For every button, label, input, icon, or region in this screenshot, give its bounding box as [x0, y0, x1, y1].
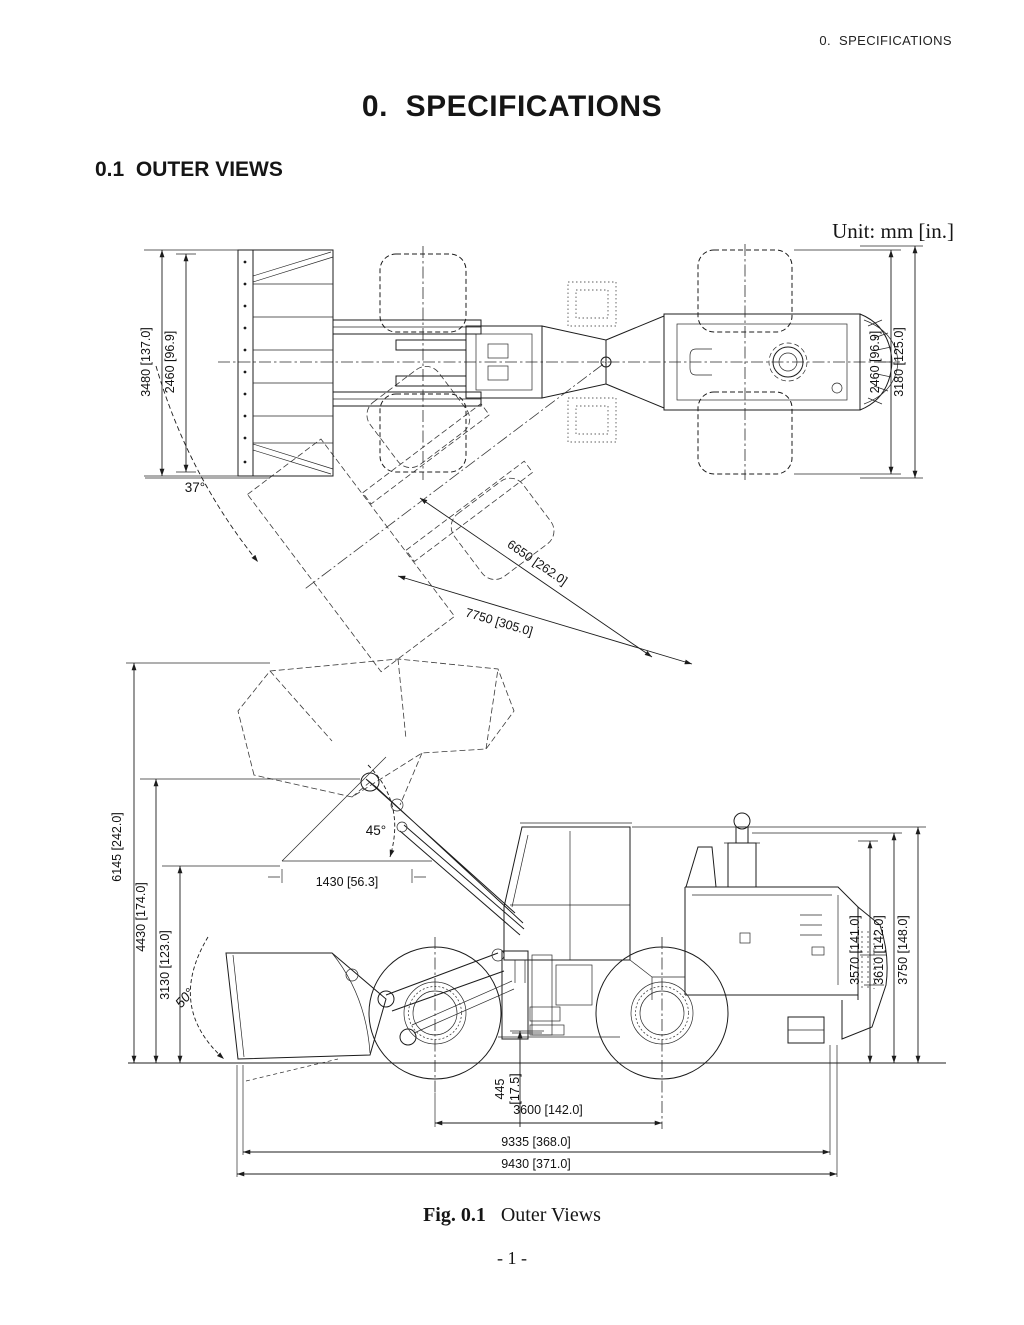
dim-label-2460-left: 2460 [96.9] [163, 331, 177, 394]
top-view-drawing: 37° 6650 [262.0] 7750 [305.0] 3480 [137.… [100, 240, 960, 673]
plan-bucket [237, 249, 334, 477]
side-view-svg: 45° 1430 [56.3] 50° [110, 658, 946, 1177]
side-view-drawing: 45° 1430 [56.3] 50° [100, 655, 960, 1190]
side-left-dims: 6145 [242.0] 4430 [174.0] 3130 [123.0] [110, 662, 360, 1063]
dim-label-3130: 3130 [123.0] [158, 930, 172, 1000]
clearance-radius-dim-line [419, 497, 653, 658]
dim-label-3750: 3750 [148.0] [896, 915, 910, 985]
rollback-angle-label: 50° [172, 985, 197, 1011]
side-lowered-bucket [225, 948, 515, 1082]
dim-label-3180: 3180 [125.0] [892, 327, 906, 397]
dump-angle-group: 45° [281, 756, 432, 862]
dim-label-7750: 7750 [305.0] [464, 606, 535, 639]
figure-caption-title: Outer Views [500, 1204, 601, 1226]
side-chassis [498, 950, 620, 1040]
dump-reach-dim: 1430 [56.3] [268, 869, 426, 889]
side-engine-hood [629, 886, 888, 1044]
figure-caption: Fig. 0.1 Outer Views [0, 1204, 1024, 1227]
plan-right-dims: 2460 [96.9] 3180 [125.0] [794, 245, 923, 479]
dim-label-6145: 6145 [242.0] [110, 812, 124, 882]
wheelbase-dim: 3600 [142.0] [434, 1093, 662, 1127]
dim-label-9430: 9430 [371.0] [501, 1157, 571, 1171]
dim-label-3600: 3600 [142.0] [513, 1103, 583, 1117]
plan-rear-body [567, 281, 861, 443]
caption-spacer [486, 1204, 501, 1226]
dim-label-3610: 3610 [142.0] [872, 915, 886, 985]
running-header: 0. SPECIFICATIONS [819, 33, 952, 48]
side-exhaust-stack [685, 812, 760, 888]
plan-left-dims: 3480 [137.0] 2460 [96.9] [139, 249, 270, 479]
articulation-angle-label: 37° [185, 480, 205, 495]
dim-label-1430: 1430 [56.3] [316, 875, 379, 889]
swing-arc [155, 365, 259, 563]
dim-label-445-in: [17.5] [508, 1073, 522, 1104]
side-right-dims: 3570 [141.0] 3610 [142.0] 3750 [148.0] [632, 826, 926, 1063]
dump-angle-label: 45° [366, 823, 386, 838]
dim-label-9335: 9335 [368.0] [501, 1135, 571, 1149]
plan-rear-wheels [697, 244, 793, 480]
side-raised-bucket [237, 658, 525, 936]
top-view-svg: 37° 6650 [262.0] 7750 [305.0] 3480 [137.… [139, 244, 923, 673]
dim-label-3570: 3570 [141.0] [848, 915, 862, 985]
dim-label-2460-right: 2460 [96.9] [868, 331, 882, 394]
turning-radius-dim-line [397, 575, 693, 665]
dim-label-4430: 4430 [174.0] [134, 882, 148, 952]
dim-label-3480: 3480 [137.0] [139, 327, 153, 397]
ground-clearance-dim: 445 [17.5] [493, 1030, 544, 1127]
section-heading: 0.1 OUTER VIEWS [95, 158, 283, 181]
side-rear-wheel [595, 937, 729, 1129]
side-cab [503, 822, 632, 983]
unit-note: Unit: mm [in.] [832, 219, 954, 243]
page-title: 0. SPECIFICATIONS [361, 90, 663, 123]
length-dims: 9335 [368.0] 9430 [371.0] [236, 1045, 838, 1177]
dim-label-445: 445 [493, 1079, 507, 1100]
side-front-wheel [368, 937, 502, 1093]
plan-lift-arms [332, 319, 482, 407]
figure-caption-label: Fig. 0.1 [423, 1204, 486, 1226]
page-number: - 1 - [497, 1248, 527, 1268]
plan-front-wheels [379, 246, 467, 480]
